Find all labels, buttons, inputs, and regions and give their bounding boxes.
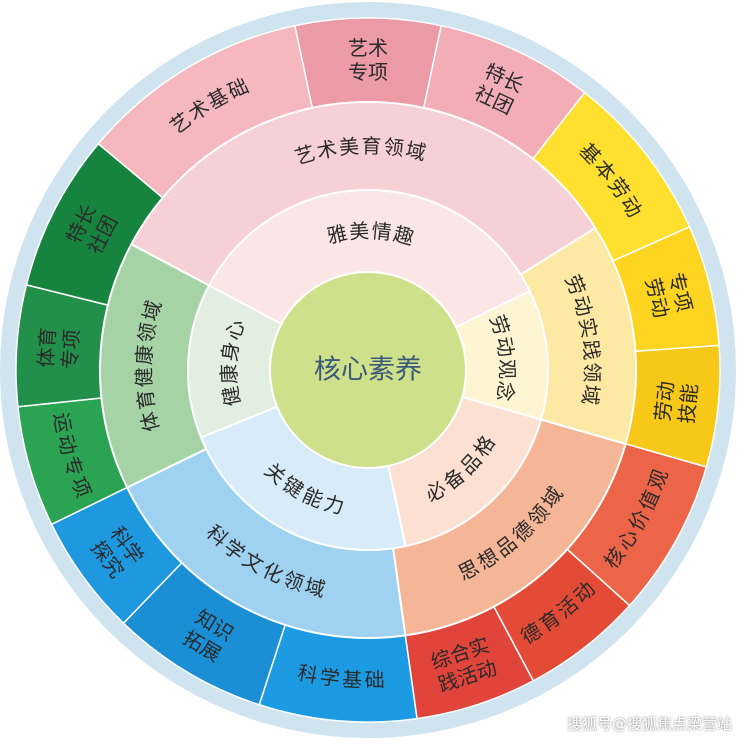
inner-ring [187,189,549,551]
middle-ring-label: 领 [382,134,405,160]
outer-ring-label: 础 [364,668,385,692]
inner-ring-label: 美 [348,219,369,244]
middle-ring-label: 实 [574,316,601,340]
inner-ring-label: 身 [217,340,243,363]
middle-ring-label: 术 [315,136,339,163]
middle-ring-label: 美 [338,134,360,160]
inner-ring-label: 动 [492,335,519,359]
middle-ring-label: 践 [578,339,604,361]
middle-ring-label: 健 [132,367,157,388]
watermark: 搜狐号@搜狐焦点梁营站 [566,715,732,733]
center-circle [269,271,467,469]
outer-ring-label: 运 [49,411,76,435]
middle-ring-label: 领 [580,362,604,382]
outer-ring-label: 劳动技能 [650,380,702,425]
middle-ring-label: 域 [578,383,604,406]
middle-ring-label: 领 [134,321,161,345]
center-label: 核心素养 [314,355,422,386]
outer-ring-label: 学 [318,665,341,691]
outer-ring-label: 基 [342,667,363,692]
inner-ring-label: 情 [370,219,392,245]
outer-ring-label: 艺术专项 [348,36,388,84]
middle-ring-label: 育 [133,388,159,411]
outer-ring-label: 体育专项 [33,327,84,370]
inner-ring-label: 念 [492,380,519,403]
middle-ring-label: 康 [132,344,157,366]
middle-ring-label: 育 [361,134,381,158]
inner-ring-label: 观 [495,359,519,379]
inner-ring-label: 康 [217,364,242,385]
ring-labels: 雅美情趣劳动观念必备品格关键能力健康身心艺术美育领域劳动实践领域思想品德领域科学… [33,36,702,697]
outer-ring-label: 科 [296,660,320,687]
inner-ring-label: 健 [218,384,245,408]
